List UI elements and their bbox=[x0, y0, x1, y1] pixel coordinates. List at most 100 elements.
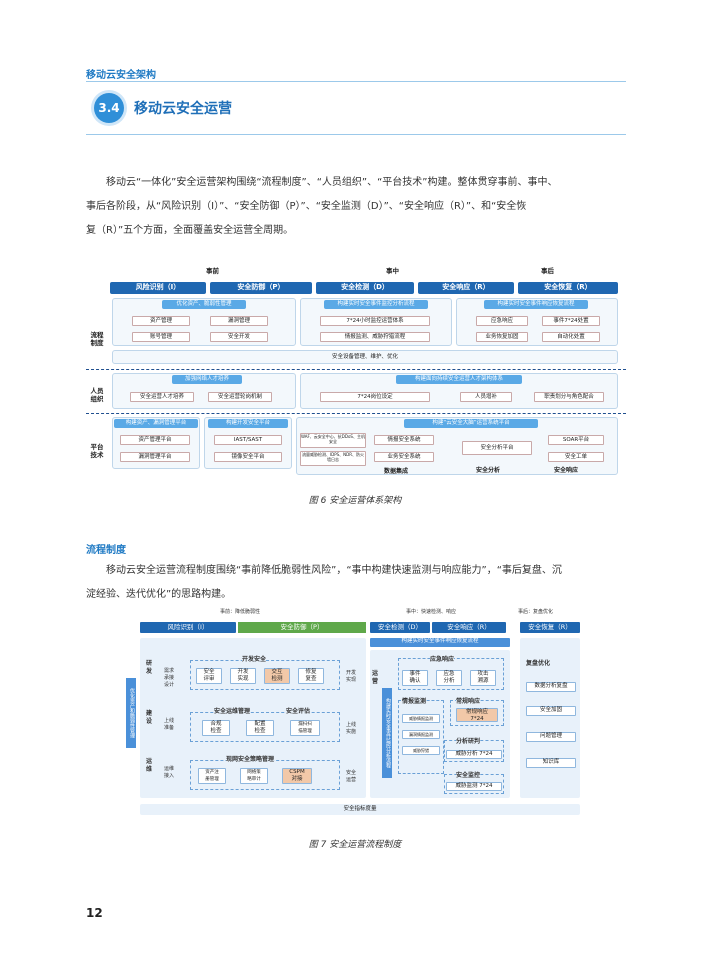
stage-ops: 运 维 bbox=[146, 758, 153, 773]
tech-label: 构建开发安全平台 bbox=[208, 419, 288, 428]
figure-7-caption: 图 7 安全运营流程制度 bbox=[308, 840, 402, 850]
people-box: 人员增补 bbox=[460, 392, 512, 402]
flow-box: 漏扫扫 描管理 bbox=[290, 720, 320, 736]
people-box: 安全运营人才培养 bbox=[130, 392, 194, 402]
head-respond: 安全响应（R） bbox=[418, 282, 514, 294]
process-box: 事件7*24处置 bbox=[542, 316, 600, 326]
head-respond: 安全响应（R） bbox=[432, 622, 506, 633]
intro-line: 复（R）”五个方面，全面覆盖安全运营全周期。 bbox=[86, 225, 294, 236]
people-label: 构建面向持续安全运营人才架构体系 bbox=[396, 375, 522, 384]
group-title: 常规响应 bbox=[456, 696, 481, 705]
tech-label: 构建“云安全大脑”运营系统平台 bbox=[404, 419, 538, 428]
tech-box: 安全工单 bbox=[548, 452, 604, 462]
stage-build: 建 设 bbox=[146, 710, 153, 725]
people-band bbox=[300, 373, 618, 409]
group-title: 现网安全策略管理 bbox=[226, 754, 275, 763]
phase-label: 事中：快速检测、响应 bbox=[406, 609, 457, 615]
head-detect: 安全检测（D） bbox=[316, 282, 414, 294]
step-out: 安全 运营 bbox=[346, 770, 357, 783]
intro-line: 事后各阶段，从“风险识别（I）”、“安全防御（P）”、“安全监测（D）”、“安全… bbox=[86, 201, 527, 212]
row-label-tech: 平台技术 bbox=[90, 443, 104, 459]
stage-rd: 研 发 bbox=[146, 660, 153, 675]
intro-paragraph: 移动云“一体化”安全运营架构围绕“流程制度”、“人员组织”、“平台技术”构建。整… bbox=[86, 171, 626, 243]
flow-box: CSPM 对接 bbox=[282, 768, 312, 784]
figure-6-caption: 图 6 安全运营体系架构 bbox=[308, 496, 402, 506]
group-title: 情报监测 bbox=[402, 696, 427, 705]
running-header: 移动云安全架构 bbox=[86, 70, 156, 81]
tech-box: 业务安全系统 bbox=[374, 452, 434, 462]
group-title: 应急响应 bbox=[430, 654, 455, 663]
phase-label: 事前 bbox=[206, 267, 219, 275]
review-box: 数据分析复盘 bbox=[526, 682, 576, 692]
right-panel bbox=[520, 638, 580, 798]
head-protect: 安全防御（P） bbox=[210, 282, 312, 294]
divider bbox=[86, 369, 626, 370]
flow-box: 应急 分析 bbox=[436, 670, 462, 686]
figure-7-process-flow: 事前：降低脆弱性 事中：快速检测、响应 事后：复盘优化 风险识别（I） 安全防御… bbox=[126, 608, 580, 818]
flow-box: 事件 确认 bbox=[402, 670, 428, 686]
step-label: 运维 接入 bbox=[164, 766, 175, 779]
process-box: 业务恢复加固 bbox=[476, 332, 528, 342]
phase-label: 事后：复盘优化 bbox=[518, 609, 554, 615]
process-box: 资产管理 bbox=[132, 316, 190, 326]
people-box: 职责划分与角色配合 bbox=[534, 392, 604, 402]
step-out: 上线 实施 bbox=[346, 722, 357, 735]
flow-box: 威胁狩猎 bbox=[402, 746, 440, 755]
process-paragraph: 移动云安全运营流程制度围绕“事前降低脆弱性风险”，“事中构建快速监测与响应能力”… bbox=[86, 559, 626, 607]
process-box: 情报监测、威胁狩猎流程 bbox=[320, 332, 430, 342]
tech-label: 构建资产、漏洞管理平台 bbox=[114, 419, 198, 428]
head-identify: 风险识别（I） bbox=[110, 282, 206, 294]
group-title: 安全运维管理 bbox=[214, 706, 251, 715]
side-label: 优化资产和脆弱性管理 bbox=[126, 678, 136, 748]
monitor-process-label: 构建实时安全事件监控分析流程 bbox=[382, 688, 392, 778]
people-label: 加强网络人才培养 bbox=[172, 375, 242, 384]
process-box: 安全开发 bbox=[210, 332, 268, 342]
tech-box: 镜像安全平台 bbox=[214, 452, 282, 462]
flow-box: 安全 评审 bbox=[196, 668, 222, 684]
review-box: 知识库 bbox=[526, 758, 576, 768]
header-rule bbox=[86, 81, 626, 82]
flow-box: 漏洞情报监测 bbox=[402, 730, 440, 739]
process-line: 淀经验、迭代优化”的思路构建。 bbox=[86, 589, 232, 600]
process-bottom-band: 安全设备管理、维护、优化 bbox=[112, 350, 618, 364]
flow-box: 配置 检查 bbox=[246, 720, 274, 736]
tech-footer: 数据集成 bbox=[384, 468, 409, 475]
head-recover: 安全恢复（R） bbox=[518, 282, 618, 294]
row-label-people: 人员组织 bbox=[90, 387, 104, 403]
page-number: 12 bbox=[86, 906, 103, 920]
group-title: 安全评估 bbox=[286, 706, 311, 715]
flow-box: 开发 实现 bbox=[230, 668, 256, 684]
tech-footer: 安全响应 bbox=[554, 467, 579, 474]
group-title: 安全监控 bbox=[456, 770, 481, 779]
stage-operate: 运 营 bbox=[372, 670, 379, 685]
tech-box: 漏洞管理平台 bbox=[120, 452, 190, 462]
process-label: 优化资产、脆弱性管理 bbox=[162, 300, 246, 309]
phase-label: 事后 bbox=[541, 267, 554, 275]
figure-6-security-ops-architecture: 事前 事中 事后 风险识别（I） 安全防御（P） 安全检测（D） 安全响应（R）… bbox=[86, 263, 626, 483]
review-box: 问题管理 bbox=[526, 732, 576, 742]
tech-note: 流量威胁检测、IDPS、NDR、防火墙日志 bbox=[300, 451, 366, 466]
tech-box: 资产管理平台 bbox=[120, 435, 190, 445]
metrics-bar: 安全指标度量 bbox=[140, 804, 580, 815]
divider bbox=[86, 413, 626, 414]
process-label: 构建实时安全事件响应恢复流程 bbox=[484, 300, 588, 309]
step-out: 开发 实现 bbox=[346, 670, 357, 683]
row-label-process: 流程制度 bbox=[90, 331, 104, 347]
process-box: 账号管理 bbox=[132, 332, 190, 342]
flow-box: 威胁分析 7*24 bbox=[446, 750, 502, 759]
head-identify: 风险识别（I） bbox=[140, 622, 236, 633]
response-process-label: 构建实时安全事件响应恢复流程 bbox=[370, 638, 510, 647]
ops-mgmt-group bbox=[190, 712, 340, 742]
step-label: 上线 准备 bbox=[164, 718, 175, 731]
people-box: 7*24岗位设定 bbox=[320, 392, 430, 402]
review-title: 复盘优化 bbox=[526, 660, 551, 667]
head-protect: 安全防御（P） bbox=[238, 622, 366, 633]
tech-note: WAF、云安全中心、抗DDoS、主机安全 bbox=[300, 433, 366, 448]
head-detect: 安全检测（D） bbox=[370, 622, 430, 633]
process-box: 应急响应 bbox=[476, 316, 528, 326]
flow-box: 交互 检测 bbox=[264, 668, 290, 684]
section-title: 移动云安全运营 bbox=[134, 101, 232, 117]
tech-box: SOAR平台 bbox=[548, 435, 604, 445]
tech-footer: 安全分析 bbox=[476, 467, 501, 474]
flow-box: 威胁情报监测 bbox=[402, 714, 440, 723]
